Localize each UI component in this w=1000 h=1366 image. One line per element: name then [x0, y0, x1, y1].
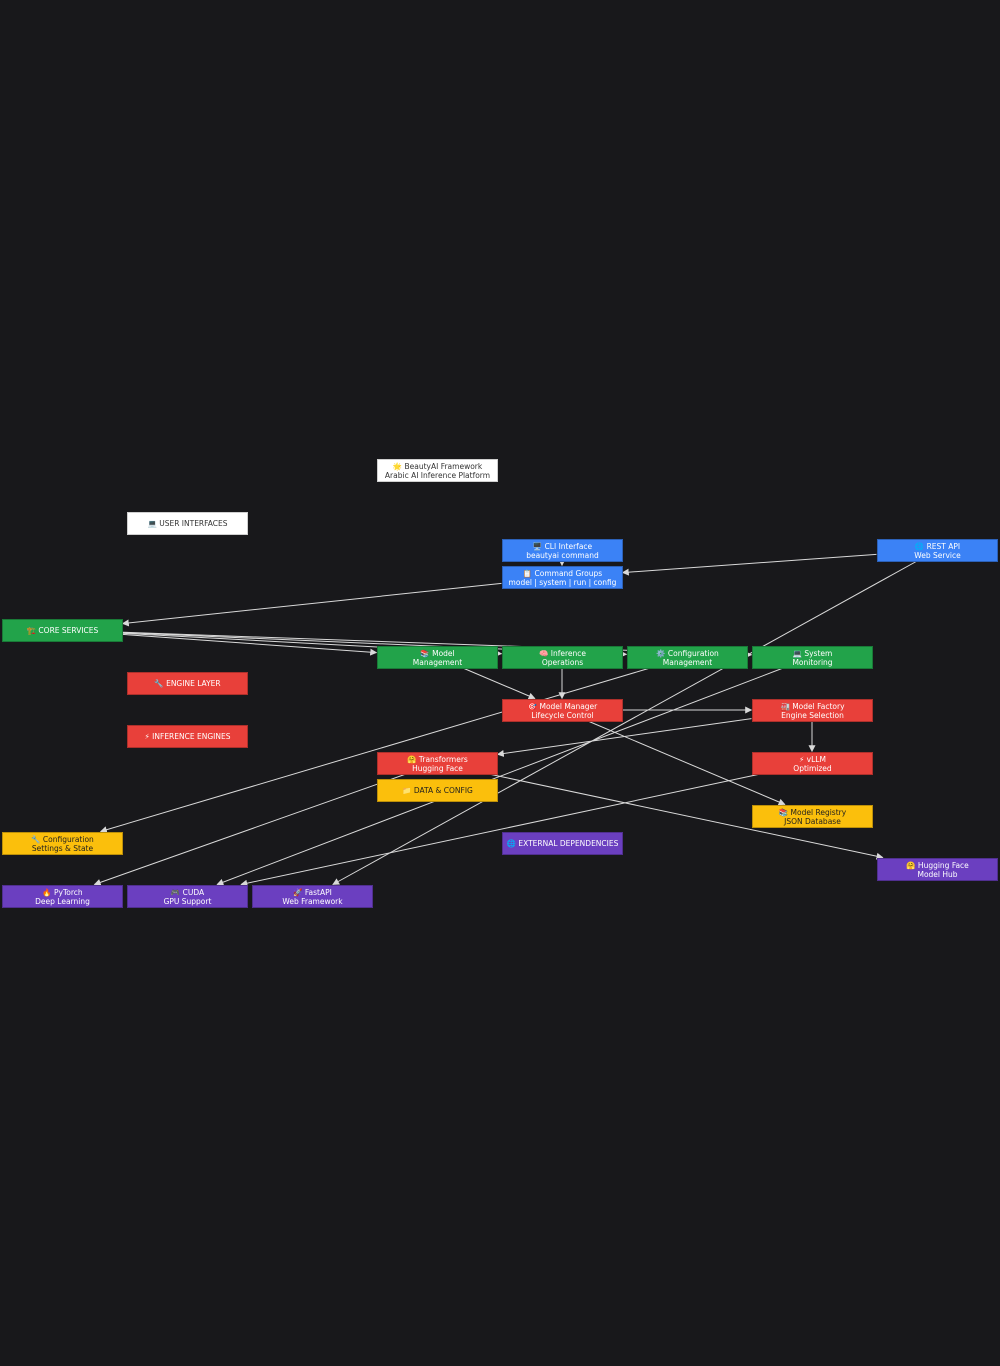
- user-interfaces-group: 💻 USER INTERFACES: [127, 512, 248, 535]
- external-dependencies-group: 🌐 EXTERNAL DEPENDENCIES: [502, 832, 623, 855]
- hugging-face-hub-node: 🤗 Hugging Face Model Hub: [877, 858, 998, 881]
- model-registry-node: 📚 Model Registry JSON Database: [752, 805, 873, 828]
- fastapi-node: 🚀 FastAPI Web Framework: [252, 885, 373, 908]
- framework-node: 🌟 BeautyAI Framework Arabic AI Inference…: [377, 459, 498, 482]
- edge-model-management-to-model-manager: [463, 668, 536, 700]
- cli-interface-node: 🖥️ CLI Interface beautyai command: [502, 539, 623, 562]
- edge-core-services-to-model-management: [122, 633, 378, 656]
- rest-api-node: 🌐 REST API Web Service: [877, 539, 998, 562]
- pytorch-node: 🔥 PyTorch Deep Learning: [2, 885, 123, 908]
- inference-engines-group: ⚡ INFERENCE ENGINES: [127, 725, 248, 748]
- edge-rest-api-to-command-groups: [621, 553, 877, 576]
- edge-configuration-management-to-configuration: [99, 668, 649, 834]
- model-management-node: 📚 Model Management: [377, 646, 498, 669]
- star-icon-label: 🌟 BeautyAI Framework: [392, 461, 483, 471]
- inference-operations-node: 🧠 Inference Operations: [502, 646, 623, 669]
- cuda-node: 🎮 CUDA GPU Support: [127, 885, 248, 908]
- model-factory-node: 🏭 Model Factory Engine Selection: [752, 699, 873, 722]
- edge-transformers-to-hugging-face-hub: [491, 774, 884, 860]
- edge-model-factory-to-transformers: [496, 718, 752, 757]
- engine-layer-group: 🔧 ENGINE LAYER: [127, 672, 248, 695]
- edge-vllm-to-cuda: [240, 774, 759, 887]
- edge-rest-api-to-fastapi: [332, 561, 917, 885]
- core-services-group: 🏗️ CORE SERVICES: [2, 619, 123, 642]
- vllm-node: ⚡ vLLM Optimized: [752, 752, 873, 775]
- configuration-node: 🔧 Configuration Settings & State: [2, 832, 123, 855]
- model-manager-node: 🎯 Model Manager Lifecycle Control: [502, 699, 623, 722]
- edge-model-manager-to-model-registry: [588, 721, 786, 806]
- edge-transformers-to-pytorch: [93, 774, 405, 886]
- data-config-group: 📁 DATA & CONFIG: [377, 779, 498, 802]
- configuration-management-node: ⚙️ Configuration Management: [627, 646, 748, 669]
- system-monitoring-node: 💻 System Monitoring: [752, 646, 873, 669]
- command-groups-node: 📋 Command Groups model | system | run | …: [502, 566, 623, 589]
- transformers-node: 🤗 Transformers Hugging Face: [377, 752, 498, 775]
- edge-command-groups-to-core-services: [121, 582, 502, 627]
